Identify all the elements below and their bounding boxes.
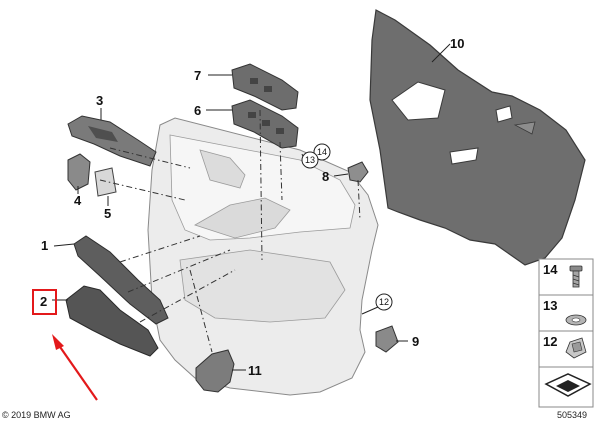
callout-9[interactable]: 9 xyxy=(412,334,419,349)
legend-label-12: 12 xyxy=(543,334,557,349)
washer-icon xyxy=(565,314,587,326)
callout-12-circle[interactable]: 12 xyxy=(375,293,393,311)
callout-1[interactable]: 1 xyxy=(41,238,48,253)
callout-10[interactable]: 10 xyxy=(450,36,464,51)
assembly-lines xyxy=(99,109,361,353)
legend-label-13: 13 xyxy=(543,298,557,313)
callout-6[interactable]: 6 xyxy=(194,103,201,118)
bracket-frame[interactable] xyxy=(94,167,117,197)
callout-7[interactable]: 7 xyxy=(194,68,201,83)
legend-label-14: 14 xyxy=(543,262,558,277)
door-trim-panel[interactable] xyxy=(147,117,379,396)
switch-bezel-lower[interactable] xyxy=(231,99,299,149)
speaker-cover[interactable] xyxy=(195,349,235,393)
svg-text:14: 14 xyxy=(317,147,327,157)
clip-nut-icon xyxy=(565,337,587,359)
callout-11[interactable]: 11 xyxy=(248,363,262,378)
highlight-box xyxy=(32,289,57,315)
highlight-arrow xyxy=(52,334,98,401)
callout-8[interactable]: 8 xyxy=(322,169,329,184)
cap-part[interactable] xyxy=(375,325,399,353)
callout-3[interactable]: 3 xyxy=(96,93,103,108)
copyright-text: © 2019 BMW AG xyxy=(2,410,71,420)
bracket-symbol-icon xyxy=(544,373,592,397)
clip-part[interactable] xyxy=(347,161,369,183)
fastener-legend: 14 13 12 xyxy=(538,258,594,408)
callout-13-circle[interactable]: 13 xyxy=(301,151,319,169)
callout-4[interactable]: 4 xyxy=(74,193,82,208)
diagram-number: 505349 xyxy=(557,410,587,420)
callout-5[interactable]: 5 xyxy=(104,206,111,221)
callout-2[interactable]: 2 xyxy=(40,294,47,309)
lower-trim-part[interactable] xyxy=(65,285,159,357)
insulation-panel[interactable] xyxy=(369,9,586,266)
callout-14-circle[interactable]: 14 xyxy=(313,143,331,161)
screw-icon xyxy=(569,265,583,288)
svg-text:13: 13 xyxy=(305,155,315,165)
svg-text:12: 12 xyxy=(379,297,389,307)
small-cover-part[interactable] xyxy=(67,153,91,191)
switch-bezel-upper[interactable] xyxy=(231,63,299,111)
armrest-trim-strip[interactable] xyxy=(73,235,169,325)
